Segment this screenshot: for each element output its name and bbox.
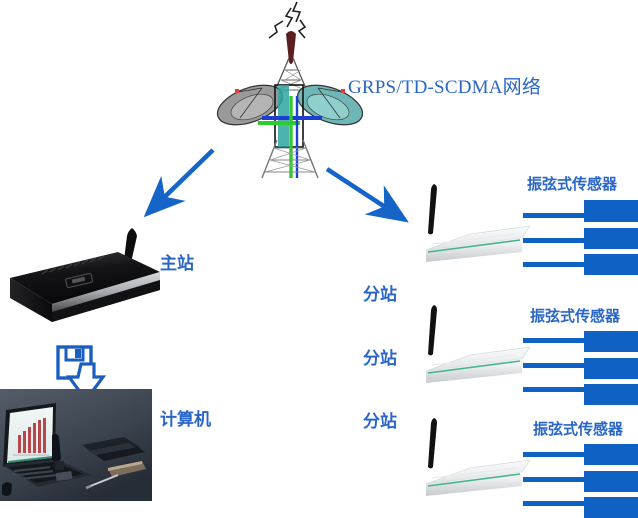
sensor-link-3-1 (523, 452, 589, 457)
sensor-group-label-2: 振弦式传感器 (530, 308, 621, 325)
sensor-link-1-3 (523, 262, 589, 267)
sensor-2-2 (584, 358, 638, 379)
white-router-icon-1 (425, 184, 531, 262)
sensor-group-label-1: 振弦式传感器 (527, 176, 618, 193)
sensor-link-3-2 (523, 477, 589, 482)
substation-label-1: 分站 (363, 285, 397, 304)
network-label: GRPS/TD-SCDMA网络 (348, 77, 542, 98)
sensor-link-3-3 (523, 501, 589, 506)
black-router-icon (10, 228, 160, 322)
sensor-3-2 (584, 471, 638, 492)
sensor-link-2-3 (523, 387, 589, 392)
sensor-1-3 (584, 254, 638, 275)
white-router-icon-3 (425, 418, 531, 496)
sensor-3-1 (584, 444, 638, 465)
sensor-1-1 (584, 200, 638, 222)
sensor-link-2-2 (523, 363, 589, 368)
sensor-1-2 (584, 228, 638, 249)
sensor-link-1-1 (523, 213, 589, 218)
substation-label-2: 分站 (363, 349, 397, 368)
sensor-link-1-2 (523, 238, 589, 243)
sensor-group-label-3: 振弦式传感器 (533, 421, 624, 438)
master-station-label: 主站 (160, 254, 194, 273)
laptop-photo (0, 389, 152, 501)
sensor-link-2-1 (523, 338, 589, 343)
white-router-icon-2 (425, 305, 531, 383)
floppy-save-icon (56, 345, 107, 403)
sensor-2-1 (584, 331, 638, 352)
computer-label: 计算机 (160, 410, 211, 429)
sensor-2-3 (584, 384, 638, 405)
substation-label-3: 分站 (363, 412, 397, 431)
